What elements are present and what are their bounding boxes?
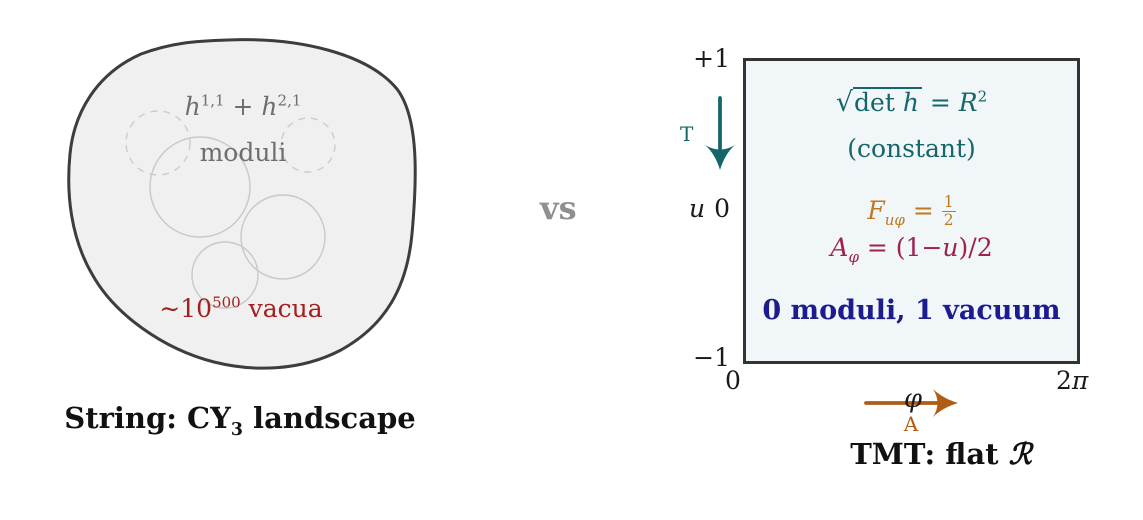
flat-target-space-box <box>743 58 1080 364</box>
f-equals: = <box>904 195 942 225</box>
time-arrow-head <box>705 145 735 170</box>
radius-exp: 2 <box>977 87 988 106</box>
tmt-caption: TMT: flat ℛ <box>811 437 1071 471</box>
x-tick-zero: 0 <box>725 366 741 395</box>
string-landscape-caption: String: CY3 landscape <box>30 401 450 438</box>
a-equals-open: = (1− <box>858 233 943 262</box>
h11-exp: 1,1 <box>200 91 225 110</box>
a-close: )/2 <box>958 233 993 262</box>
script-r-symbol: ℛ <box>1008 437 1032 471</box>
a-u-var: u <box>942 233 959 262</box>
tmt-caption-prefix: TMT: flat <box>850 437 1009 471</box>
h11-var: h <box>184 92 201 121</box>
gauge-field-label: A <box>903 412 919 436</box>
f-var: F <box>867 195 885 225</box>
vacua-count-label: ∼10500 vacua <box>131 294 351 323</box>
h21-exp: 2,1 <box>277 91 302 110</box>
moduli-label: moduli <box>199 138 287 167</box>
equals-sign: = <box>921 88 959 117</box>
pi-symbol: π <box>1071 366 1089 395</box>
phi-arrow <box>864 389 958 417</box>
time-arrow <box>705 96 735 170</box>
h21-var: h <box>261 92 278 121</box>
moduli-circle-2 <box>240 194 326 280</box>
caption-suffix: landscape <box>242 401 416 435</box>
cy3-subscript: 3 <box>230 419 243 440</box>
moduli-circle-dashed-2 <box>280 117 336 173</box>
radius-var: R <box>958 88 978 117</box>
u-axis-label: u <box>688 194 706 223</box>
gauge-potential-equation: Aφ = (1−u)/2 <box>746 233 1077 265</box>
phi-arrow-head <box>933 389 958 417</box>
det-h-equation: √det h = R2 <box>746 87 1077 118</box>
caption-prefix: String: CY <box>64 401 231 435</box>
fraction-denominator: 2 <box>943 211 954 230</box>
moduli-circle-dashed-1 <box>125 110 191 176</box>
radicand: det h <box>853 87 922 116</box>
metric-var: h <box>902 88 919 117</box>
phi-axis-label: φ <box>901 384 925 414</box>
plus-sign: + <box>224 92 262 121</box>
moduli-circle-1 <box>149 136 251 238</box>
landscape-blob-graphic <box>67 38 417 370</box>
vacua-base: ∼10 <box>159 294 213 323</box>
two-digit: 2 <box>1056 366 1072 395</box>
vacua-word: vacua <box>240 294 323 323</box>
a-subscript: φ <box>848 248 859 266</box>
radical-sign: √ <box>835 87 854 118</box>
a-var: A <box>830 233 849 262</box>
vacua-exponent: 500 <box>212 293 241 312</box>
vs-label: vs <box>540 189 577 227</box>
fraction-numerator: 1 <box>941 193 956 213</box>
hodge-numbers-formula: h1,1 + h2,1 <box>143 92 343 121</box>
landscape-blob <box>67 38 417 370</box>
constant-label: (constant) <box>847 134 976 163</box>
y-tick-zero: 0 <box>714 194 730 223</box>
f-subscript: uφ <box>884 210 905 229</box>
time-label: T <box>680 122 694 146</box>
x-tick-2pi: 2π <box>1056 366 1104 395</box>
y-tick-minus1: −1 <box>693 343 730 372</box>
vacuum-count-label: 0 moduli, 1 vacuum <box>762 295 1061 326</box>
y-tick-plus1: +1 <box>693 44 730 73</box>
det-text: det <box>854 88 903 117</box>
phi-symbol: φ <box>903 384 923 414</box>
moduli-circle-3 <box>191 241 259 309</box>
